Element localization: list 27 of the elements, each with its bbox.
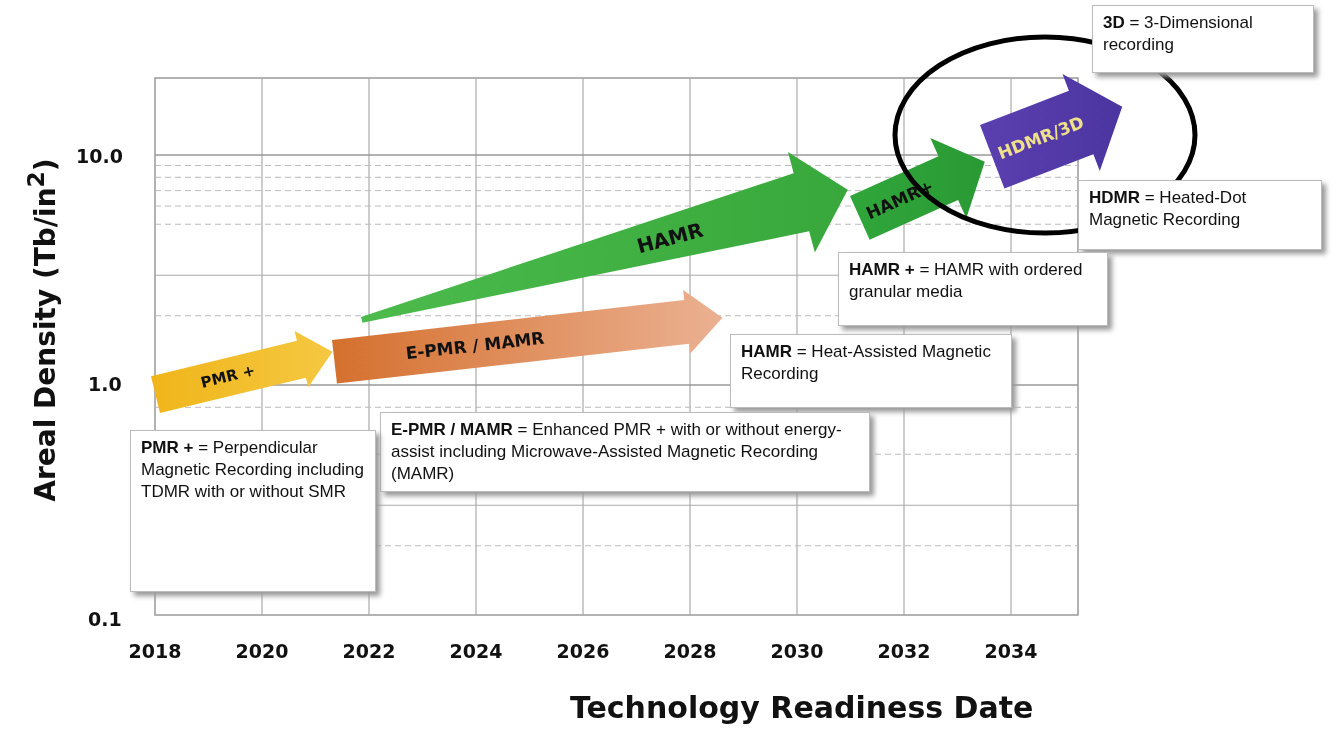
definition-box: E-PMR / MAMR = Enhanced PMR + with or without energy-assist including Microwave-Assisted Magnetic Recording (MAMR) [380, 412, 870, 493]
definition-box: 3D = 3-Dimensional recording [1092, 5, 1314, 73]
roadmap-band [850, 138, 985, 240]
axis-tick-label: 2022 [342, 640, 396, 662]
axis-tick-label: 1.0 [88, 373, 122, 395]
arrow-label: HAMR [634, 219, 705, 257]
roadmap-band [979, 74, 1122, 189]
roadmap-band [150, 331, 332, 414]
definition-box: HAMR = Heat-Assisted Magnetic Recording [730, 334, 1012, 408]
arrow-label: E-PMR / MAMR [404, 329, 545, 363]
axis-tick-label: 2030 [770, 640, 824, 662]
axis-tick-label: 2034 [984, 640, 1038, 662]
definition-box: HDMR = Heated-Dot Magnetic Recording [1078, 180, 1322, 250]
roadmap-band [331, 290, 722, 384]
axis-tick-label: 2020 [235, 640, 289, 662]
axis-tick-label: 2026 [556, 640, 610, 662]
axis-tick-label: 2032 [877, 640, 931, 662]
axis-tick-label: 10.0 [76, 145, 123, 167]
axis-title: Technology Readiness Date [570, 690, 1034, 725]
axis-tick-label: 2028 [663, 640, 717, 662]
axis-tick-label: 2024 [449, 640, 503, 662]
definition-box: HAMR + = HAMR with ordered granular media [838, 252, 1108, 326]
definition-box: PMR + = Perpendicular Magnetic Recording including TDMR with or without SMR [130, 430, 376, 592]
axis-tick-label: 0.1 [88, 608, 122, 630]
axis-tick-label: 2018 [128, 640, 182, 662]
roadmap-band [361, 152, 848, 323]
arrow-label: PMR + [199, 363, 257, 392]
